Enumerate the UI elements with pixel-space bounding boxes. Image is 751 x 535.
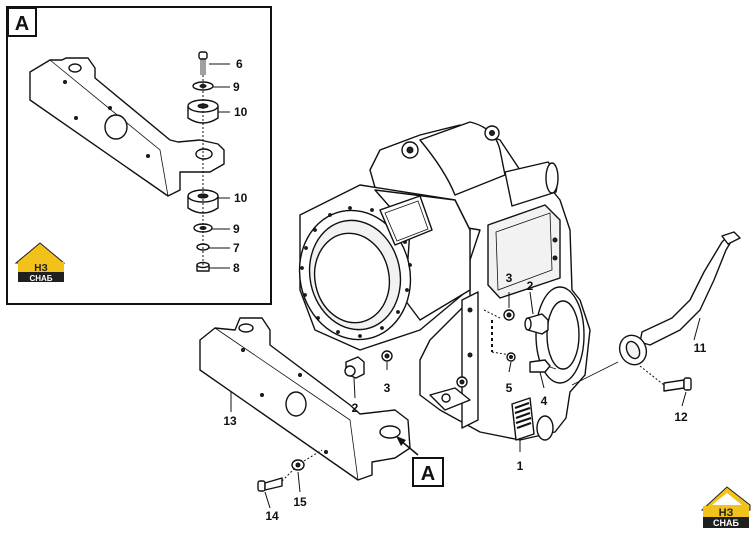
detail-mount-10-bottom bbox=[187, 189, 219, 214]
label-4: 4 bbox=[541, 394, 548, 408]
label-1: 1 bbox=[517, 459, 524, 473]
dipstick-tube-11 bbox=[618, 231, 741, 366]
label-9-top: 9 bbox=[233, 80, 240, 94]
logo-short: НЗ bbox=[719, 507, 734, 519]
sensor-2-left bbox=[344, 350, 393, 379]
sensor-4 bbox=[506, 352, 557, 373]
label-3-right: 3 bbox=[506, 271, 513, 285]
label-12: 12 bbox=[674, 410, 688, 424]
detail-a-tag bbox=[7, 7, 37, 37]
logo-small-word: СНАБ bbox=[29, 274, 52, 283]
label-5: 5 bbox=[506, 381, 513, 395]
sensor-2-right bbox=[503, 309, 549, 335]
callout-a-letter: A bbox=[421, 463, 435, 485]
label-10-top: 10 bbox=[234, 105, 248, 119]
label-15: 15 bbox=[293, 495, 307, 509]
label-6: 6 bbox=[236, 57, 243, 71]
drain-filter-part-1 bbox=[511, 397, 554, 441]
brand-logo-small: НЗ СНАБ bbox=[14, 242, 66, 283]
transmission-assembly bbox=[298, 121, 619, 441]
label-13: 13 bbox=[223, 414, 237, 428]
label-8: 8 bbox=[233, 261, 240, 275]
label-7: 7 bbox=[233, 241, 240, 255]
detail-a-panel: A bbox=[6, 6, 272, 305]
detail-bracket bbox=[29, 57, 225, 197]
detail-mount-10-top bbox=[187, 99, 219, 124]
label-10-bottom: 10 bbox=[234, 191, 248, 205]
label-3-left: 3 bbox=[384, 381, 391, 395]
leader-lines bbox=[230, 291, 701, 509]
bolt-12 bbox=[663, 377, 692, 392]
detail-bolt-6 bbox=[198, 51, 208, 75]
brand-logo: НЗ СНАБ bbox=[700, 486, 751, 528]
bolt-14 bbox=[257, 477, 283, 492]
label-14: 14 bbox=[265, 509, 279, 523]
logo-small-short: НЗ bbox=[34, 263, 48, 274]
detail-a-letter: A bbox=[15, 13, 29, 35]
label-2-left: 2 bbox=[352, 401, 359, 415]
label-9-bottom: 9 bbox=[233, 222, 240, 236]
callout-a: A bbox=[396, 436, 444, 487]
logo-word: СНАБ bbox=[713, 518, 739, 528]
support-bracket-13 bbox=[199, 317, 411, 481]
label-2-right: 2 bbox=[527, 279, 534, 293]
label-11: 11 bbox=[694, 341, 707, 355]
